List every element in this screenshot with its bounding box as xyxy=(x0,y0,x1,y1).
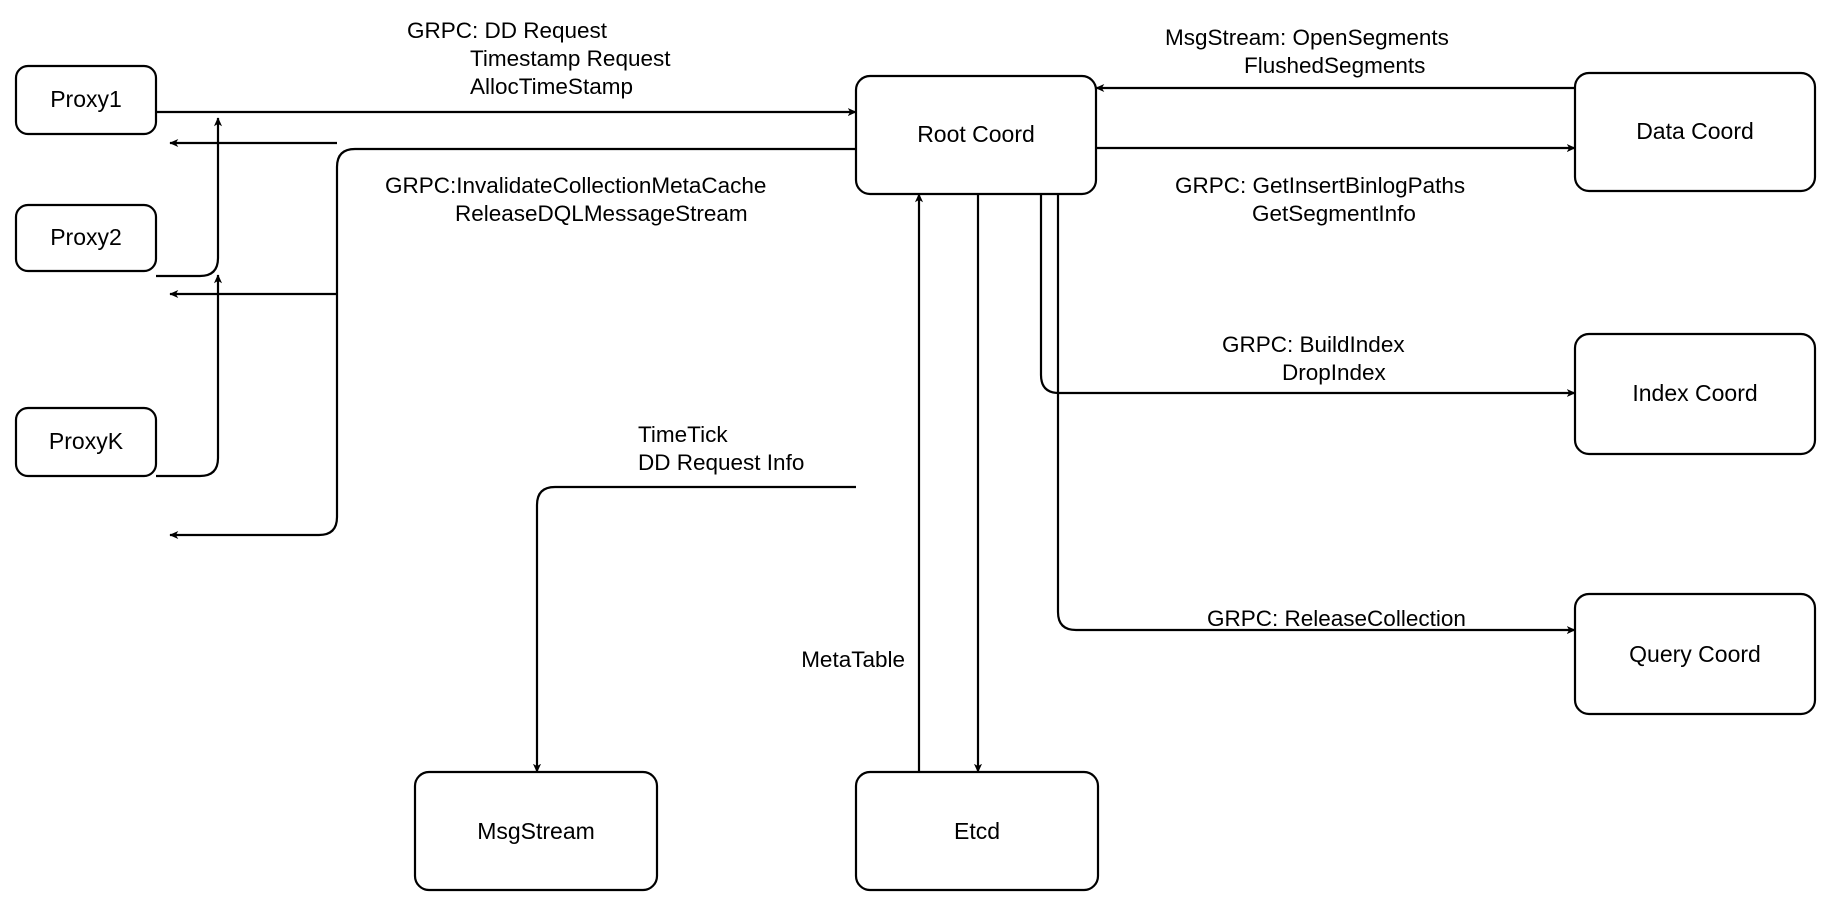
edge-label-proxy-to-rootcoord: GRPC: DD Request Timestamp Request Alloc… xyxy=(407,18,677,99)
edge-label-line: TimeTick xyxy=(638,422,728,447)
edge-label-datacoord-to-rootcoord: MsgStream: OpenSegments FlushedSegments xyxy=(1165,25,1455,78)
node-etcd-label: Etcd xyxy=(954,818,1000,844)
node-proxy1-rect[interactable] xyxy=(14,64,158,136)
node-proxy1[interactable]: Proxy1 xyxy=(14,64,158,136)
edge-label-line: GRPC: DD Request xyxy=(407,18,608,43)
edge-rootcoord-to-proxy: GRPC:InvalidateCollectionMetaCache Relea… xyxy=(169,138,856,540)
edge-label-line: GRPC:InvalidateCollectionMetaCache xyxy=(385,173,766,198)
edge-label-line: GRPC: GetInsertBinlogPaths xyxy=(1175,173,1465,198)
node-proxy2-label: Proxy2 xyxy=(50,224,122,250)
node-indexcoord-rect[interactable] xyxy=(1573,332,1817,456)
edge-label-line: GRPC: ReleaseCollection xyxy=(1207,606,1466,631)
edge-label-rootcoord-to-indexcoord: GRPC: BuildIndex DropIndex xyxy=(1222,332,1411,385)
node-datacoord[interactable]: Data Coord xyxy=(1573,71,1817,193)
node-msgstream-rect[interactable] xyxy=(413,770,659,892)
node-proxy2[interactable]: Proxy2 xyxy=(14,203,158,273)
edge-label-line: MetaTable xyxy=(801,647,905,672)
edge-proxy-to-rootcoord: GRPC: DD Request Timestamp Request Alloc… xyxy=(156,18,857,478)
edge-label-rootcoord-to-proxy: GRPC:InvalidateCollectionMetaCache Relea… xyxy=(385,173,773,226)
node-rootcoord-label: Root Coord xyxy=(917,121,1035,147)
node-etcd-rect[interactable] xyxy=(854,770,1100,892)
edge-rootcoord-to-querycoord: GRPC: ReleaseCollection xyxy=(1056,194,1576,635)
edge-label-line: ReleaseDQLMessageStream xyxy=(455,201,748,226)
edge-label-rootcoord-to-datacoord: GRPC: GetInsertBinlogPaths GetSegmentInf… xyxy=(1175,173,1471,226)
node-proxyk-label: ProxyK xyxy=(49,428,124,454)
edge-label-rootcoord-to-msgstream: TimeTick DD Request Info xyxy=(638,422,804,475)
edge-rootcoord-to-indexcoord: GRPC: BuildIndex DropIndex xyxy=(1039,194,1576,398)
edge-label-line: DropIndex xyxy=(1282,360,1387,385)
edge-label-line: GetSegmentInfo xyxy=(1252,201,1416,226)
node-proxy1-label: Proxy1 xyxy=(50,86,122,112)
node-msgstream[interactable]: MsgStream xyxy=(413,770,659,892)
node-datacoord-rect[interactable] xyxy=(1573,71,1817,193)
edge-rootcoord-etcd-metatable: MetaTable xyxy=(801,193,983,773)
edge-label-line: Timestamp Request xyxy=(470,46,671,71)
edge-label-line: MsgStream: OpenSegments xyxy=(1165,25,1449,50)
node-indexcoord[interactable]: Index Coord xyxy=(1573,332,1817,456)
edge-rootcoord-broadcast-to-proxyk xyxy=(169,147,856,540)
edge-label-rootcoord-to-querycoord: GRPC: ReleaseCollection xyxy=(1207,606,1466,631)
node-rootcoord[interactable]: Root Coord xyxy=(854,74,1098,196)
edge-label-line: FlushedSegments xyxy=(1244,53,1425,78)
node-etcd[interactable]: Etcd xyxy=(854,770,1100,892)
node-datacoord-label: Data Coord xyxy=(1636,118,1754,144)
edge-rootcoord-to-msgstream-line xyxy=(532,485,856,773)
edge-label-line: AllocTimeStamp xyxy=(470,74,633,99)
node-rootcoord-rect[interactable] xyxy=(854,74,1098,196)
edge-proxyk-riser-line xyxy=(156,274,223,478)
node-querycoord-rect[interactable] xyxy=(1573,592,1817,716)
node-querycoord-label: Query Coord xyxy=(1629,641,1761,667)
edge-rootcoord-to-querycoord-line xyxy=(1056,194,1576,635)
edge-label-line: GRPC: BuildIndex xyxy=(1222,332,1405,357)
edge-proxy2-riser-line xyxy=(156,117,223,278)
node-proxyk[interactable]: ProxyK xyxy=(14,406,158,478)
node-querycoord[interactable]: Query Coord xyxy=(1573,592,1817,716)
node-msgstream-label: MsgStream xyxy=(477,818,595,844)
node-proxyk-rect[interactable] xyxy=(14,406,158,478)
edge-rootcoord-to-msgstream: TimeTick DD Request Info xyxy=(532,422,856,773)
node-proxy2-rect[interactable] xyxy=(14,203,158,273)
edge-datacoord-to-rootcoord: MsgStream: OpenSegments FlushedSegments xyxy=(1095,25,1575,93)
edge-rootcoord-to-datacoord: GRPC: GetInsertBinlogPaths GetSegmentInf… xyxy=(1096,143,1576,226)
edge-label-line: DD Request Info xyxy=(638,450,804,475)
edge-label-rootcoord-etcd-metatable: MetaTable xyxy=(801,647,905,672)
node-indexcoord-label: Index Coord xyxy=(1632,380,1757,406)
